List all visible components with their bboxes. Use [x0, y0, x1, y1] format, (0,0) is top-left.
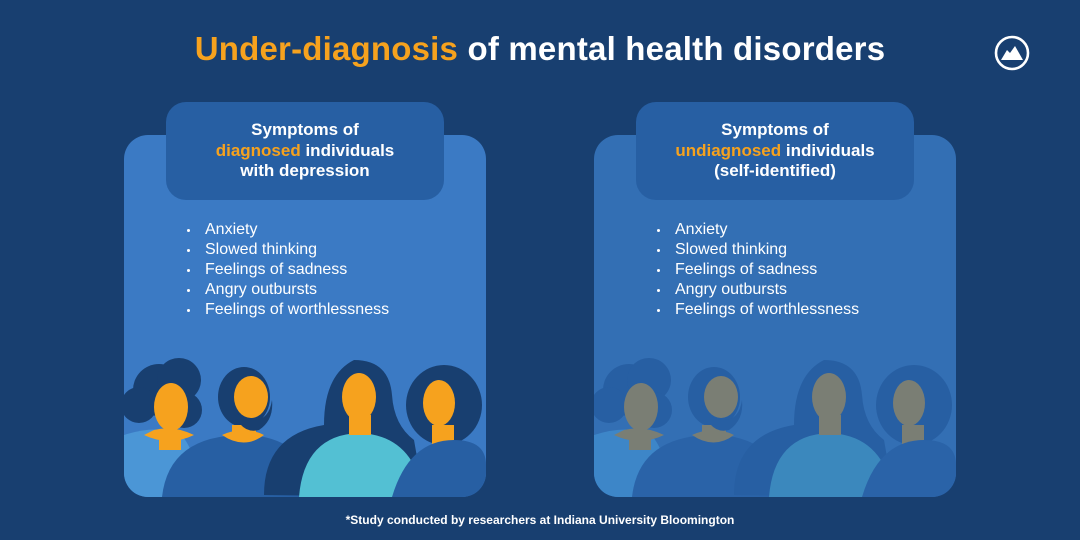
footnote: *Study conducted by researchers at India…	[345, 513, 735, 527]
diagnosed-header: Symptoms of diagnosed individuals with d…	[166, 102, 444, 200]
header-highlight: diagnosed	[215, 140, 301, 160]
diagnosed-card	[124, 135, 486, 497]
symptom-item: Angry outbursts	[656, 280, 859, 300]
symptom-item: Anxiety	[186, 220, 389, 240]
undiagnosed-header: Symptoms of undiagnosed individuals (sel…	[636, 102, 914, 200]
symptom-item: Feelings of worthlessness	[186, 300, 389, 320]
header-line-1: Symptoms of	[721, 120, 829, 140]
title-rest: of mental health disorders	[458, 30, 886, 67]
symptom-item: Anxiety	[656, 220, 859, 240]
symptom-item: Feelings of sadness	[186, 260, 389, 280]
mountain-circle-icon	[994, 35, 1030, 71]
header-line-3: (self-identified)	[714, 161, 836, 181]
header-highlight: undiagnosed	[675, 140, 782, 160]
symptom-item: Feelings of sadness	[656, 260, 859, 280]
header-line-2: diagnosed individuals	[166, 141, 444, 162]
header-line-3: with depression	[240, 161, 370, 181]
header-line-2-rest: individuals	[300, 140, 395, 160]
symptom-item: Angry outbursts	[186, 280, 389, 300]
title-highlight: Under-diagnosis	[194, 30, 459, 67]
header-line-2-rest: individuals	[781, 140, 875, 160]
undiagnosed-symptom-list: Anxiety Slowed thinking Feelings of sadn…	[656, 220, 859, 320]
symptom-item: Slowed thinking	[186, 240, 389, 260]
diagnosed-symptom-list: Anxiety Slowed thinking Feelings of sadn…	[186, 220, 389, 320]
header-line-1: Symptoms of	[251, 120, 359, 140]
symptom-item: Slowed thinking	[656, 240, 859, 260]
people-illustration-diagnosed	[124, 358, 486, 497]
page-title: Under-diagnosis of mental health disorde…	[0, 30, 1080, 68]
people-illustration-undiagnosed	[594, 358, 956, 497]
symptom-item: Feelings of worthlessness	[656, 300, 859, 320]
header-line-2: undiagnosed individuals	[636, 141, 914, 162]
